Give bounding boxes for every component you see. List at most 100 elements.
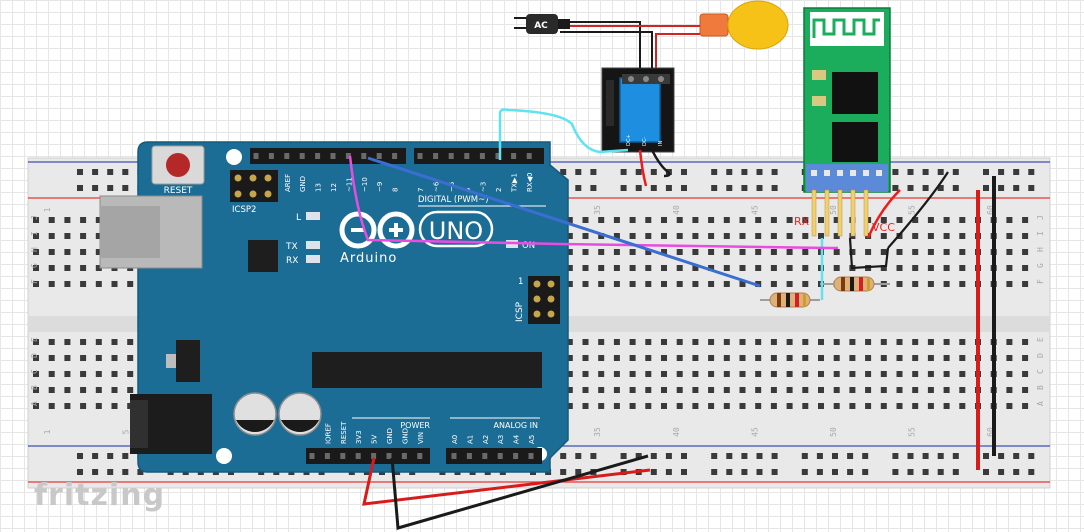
breadboard-hole	[896, 281, 903, 287]
rail-hole	[1013, 185, 1020, 191]
breadboard-hole	[959, 339, 966, 345]
breadboard-hole	[708, 371, 715, 377]
bt-pin-pad	[837, 170, 843, 176]
breadboard-hole	[645, 233, 652, 239]
breadboard-hole	[33, 233, 39, 239]
bt-header-pin	[824, 189, 830, 237]
breadboard-hole	[127, 355, 134, 361]
row-letter: E	[1036, 337, 1045, 342]
analog-label: ANALOG IN	[494, 421, 539, 430]
row-letter: G	[1036, 263, 1045, 268]
breadboard-hole	[566, 281, 573, 287]
breadboard-hole	[33, 387, 39, 393]
rail-hole	[77, 469, 83, 475]
breadboard-hole	[739, 217, 746, 223]
rail-hole	[952, 453, 959, 459]
breadboard-hole	[927, 403, 934, 409]
breadboard-hole	[880, 233, 887, 239]
breadboard-hole	[1006, 249, 1013, 255]
breadboard-hole	[48, 387, 55, 393]
reset-button-cap	[166, 153, 190, 177]
breadboard-hole	[786, 387, 793, 393]
breadboard-hole	[708, 217, 715, 223]
breadboard-hole	[566, 403, 573, 409]
rail-hole	[832, 469, 838, 475]
breadboard-hole	[1022, 249, 1029, 255]
breadboard-hole	[598, 281, 605, 287]
column-number: 60	[986, 205, 995, 215]
power-pin-label: RESET	[340, 421, 348, 444]
breadboard-hole	[896, 265, 903, 271]
breadboard-hole	[865, 249, 872, 255]
breadboard-hole	[80, 281, 87, 287]
breadboard-hole	[613, 217, 620, 223]
rail-hole	[741, 185, 748, 191]
bt-header-pins	[811, 170, 882, 237]
digital-pin-label: ~11	[345, 177, 353, 192]
breadboard-hole	[95, 281, 102, 287]
breadboard-hole	[927, 371, 934, 377]
bt-pin-pad	[811, 170, 817, 176]
column-number: 35	[593, 427, 602, 437]
breadboard-hole	[880, 403, 887, 409]
rail-hole	[998, 169, 1005, 175]
breadboard-hole	[676, 265, 683, 271]
pin-socket	[392, 153, 398, 159]
breadboard-hole	[582, 339, 589, 345]
breadboard-hole	[723, 217, 730, 223]
column-number: 1	[43, 429, 52, 434]
breadboard-hole	[833, 339, 840, 345]
column-number: 55	[908, 205, 917, 215]
breadboard-hole	[64, 217, 71, 223]
icsp2-pin	[249, 174, 257, 182]
wire-ac-to-relay	[560, 31, 653, 68]
rail-hole	[620, 453, 627, 459]
breadboard-hole	[661, 233, 667, 239]
breadboard-hole	[661, 339, 667, 345]
breadboard-hole	[880, 371, 887, 377]
row-letter: J	[30, 215, 39, 220]
relay-module: DC+ DC- IN	[601, 67, 675, 153]
breadboard-hole	[629, 339, 636, 345]
breadboard-hole	[739, 403, 746, 409]
breadboard-hole	[613, 233, 620, 239]
rail-hole	[575, 169, 582, 175]
breadboard-hole	[912, 265, 919, 271]
rail-hole	[937, 453, 944, 459]
breadboard-hole	[739, 265, 746, 271]
icsp-pin	[547, 295, 555, 303]
pin-socket	[324, 453, 330, 459]
row-letter: F	[1036, 279, 1045, 284]
wire-relay-to-bulb	[655, 33, 700, 68]
breadboard-hole	[629, 387, 636, 393]
pin-socket	[451, 453, 457, 459]
breadboard-hole	[598, 387, 605, 393]
breadboard-hole	[818, 371, 824, 377]
rail-hole	[922, 185, 929, 191]
rail-hole	[771, 469, 778, 475]
breadboard-hole	[770, 265, 777, 271]
breadboard-hole	[959, 233, 966, 239]
rail-hole	[832, 453, 838, 459]
rail-hole	[590, 185, 597, 191]
pin-socket	[526, 153, 532, 159]
digital-header-right	[414, 148, 544, 164]
rail-hole	[922, 453, 929, 459]
rail-hole	[952, 169, 959, 175]
icsp2-pin	[234, 190, 242, 198]
rail-hole	[635, 185, 642, 191]
breadboard-hole	[723, 403, 730, 409]
breadboard-hole	[708, 233, 715, 239]
rail-hole	[983, 469, 989, 475]
breadboard-hole	[818, 387, 824, 393]
breadboard-hole	[896, 387, 903, 393]
voltage-regulator	[176, 340, 200, 382]
rail-hole	[711, 453, 718, 459]
icsp-pin	[533, 295, 541, 303]
breadboard-hole	[80, 265, 87, 271]
breadboard-hole	[1022, 355, 1029, 361]
breadboard-hole	[661, 217, 667, 223]
breadboard-hole	[692, 355, 699, 361]
ac-power-plug: AC	[514, 14, 570, 34]
